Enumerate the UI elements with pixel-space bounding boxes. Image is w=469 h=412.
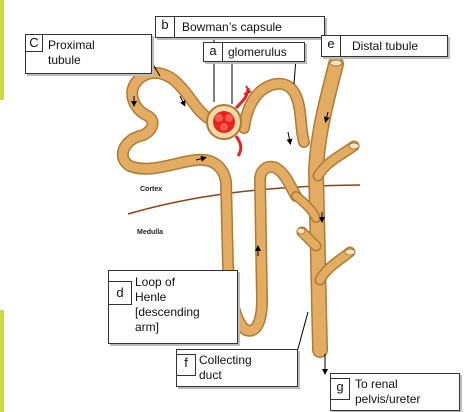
flow-arrows [131,95,330,375]
region-medulla: Medulla [137,229,164,236]
duct-opening [344,248,356,256]
label-letter: a [203,42,223,62]
label-letter: d [108,281,132,305]
label-text-line: To renal [355,377,398,391]
label-letter: e [321,35,341,57]
label-letter: g [330,378,350,400]
label-text-line: pelvis/ureter [355,392,421,406]
label-text-line: arm] [135,320,159,334]
label-letter: C [25,34,43,52]
label-bowmans-capsule: b Bowman’s capsule [155,16,325,38]
label-text-line: tubule [48,53,81,67]
label-distal-tubule: e Distal tubule [321,35,448,57]
label-loop-of-henle: d Loop of Henle [descending arm] [108,270,238,344]
bowmans-capsule-glomerulus [206,85,252,157]
label-text: Distal tubule [352,39,419,53]
proximal-tubule-and-loop [116,66,302,337]
label-collecting-duct: f Collecting duct [176,349,298,387]
label-text-line: duct [199,368,222,382]
accent-bar-lower [0,310,4,412]
label-text-line: Proximal [48,38,95,52]
duct-opening [348,142,360,150]
label-text-line: [descending [135,305,200,319]
duct-opening [329,59,343,67]
label-text-line: Collecting [199,353,252,367]
duct-opening [296,227,306,235]
label-proximal-tubule: C Proximal tubule [25,34,152,74]
label-text: Bowman’s capsule [182,20,282,34]
distal-tubule [238,77,310,148]
accent-bar [0,0,4,100]
label-glomerulus: a glomerulus [203,42,305,62]
region-cortex: Cortex [140,186,163,193]
label-renal-pelvis: g To renal pelvis/ureter [330,373,460,411]
label-letter: b [155,16,175,38]
label-text-line: Henle [135,290,167,304]
label-text-line: Loop of [135,275,176,289]
label-letter: f [176,354,196,376]
label-text: glomerulus [228,45,287,59]
cortex-medulla-boundary [127,184,361,215]
